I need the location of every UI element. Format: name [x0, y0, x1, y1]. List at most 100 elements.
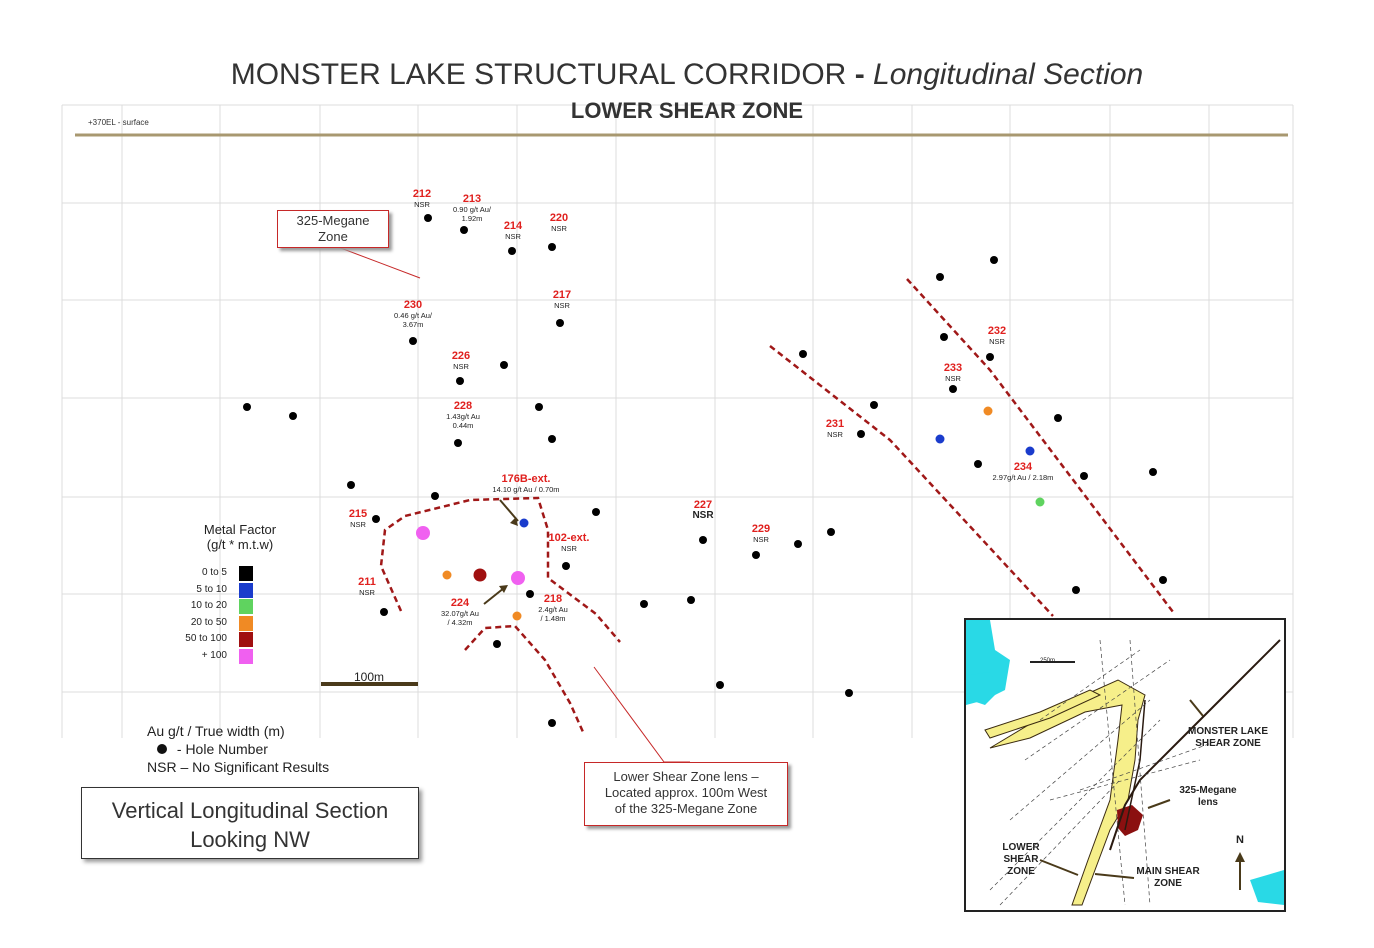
drill-hole-dot	[752, 551, 760, 559]
hole-result: 2.4g/t Au	[538, 605, 568, 614]
fault-line	[906, 278, 1174, 613]
drill-hole-dot	[548, 719, 556, 727]
drill-hole-dot	[416, 526, 430, 540]
hole-number: 234	[1014, 461, 1033, 473]
drill-hole-dot	[243, 403, 251, 411]
hole-number: 218	[544, 593, 562, 605]
legend-swatch	[239, 648, 253, 664]
shear-line	[1124, 699, 1146, 831]
drill-hole-dot	[794, 540, 802, 548]
drill-hole-dot	[548, 243, 556, 251]
north-arrow-label: N	[1236, 834, 1244, 846]
drill-hole-dot	[974, 460, 982, 468]
drill-hole-dot	[493, 640, 501, 648]
hole-result: 0.46 g/t Au/	[394, 311, 433, 320]
drill-hole-dot	[500, 361, 508, 369]
hole-result: NSR	[453, 362, 469, 371]
hole-number: 220	[550, 212, 568, 224]
drill-hole-dot	[592, 508, 600, 516]
drill-hole-dot	[289, 412, 297, 420]
hole-result: NSR	[827, 430, 843, 439]
drill-hole-dot	[983, 406, 993, 416]
drill-hole-dot	[716, 681, 724, 689]
drill-hole-dot	[526, 590, 534, 598]
shear-zone-unit	[989, 679, 1146, 906]
hole-dot-icon	[157, 744, 167, 754]
legend-label: + 100	[201, 649, 227, 661]
hole-result: 14.10 g/t Au / 0.70m	[492, 485, 559, 494]
legend-swatch	[239, 599, 253, 614]
drill-hole-dot	[935, 434, 945, 444]
hole-number: 213	[463, 193, 481, 205]
drill-hole-dot	[519, 518, 529, 528]
hole-number: 229	[752, 523, 770, 535]
hole-result: NSR	[945, 374, 961, 383]
drill-hole-dot	[990, 256, 998, 264]
hole-number: 227	[694, 499, 712, 511]
legend-swatch	[239, 582, 253, 598]
drill-hole-dot	[1072, 586, 1080, 594]
hole-number: 231	[826, 418, 844, 430]
hole-result: 0.90 g/t Au/	[453, 205, 492, 214]
legend-title: Metal Factor(g/t * m.t.w)	[203, 522, 277, 552]
inset-arrow	[1094, 873, 1135, 879]
drill-hole-dot	[380, 608, 388, 616]
drill-hole-dot	[640, 600, 648, 608]
hole-number: 233	[944, 362, 962, 374]
hole-result: NSR	[359, 588, 375, 597]
legend-label: 10 to 20	[190, 600, 227, 611]
hole-result: 0.44m	[453, 421, 474, 430]
drill-hole-dot	[473, 568, 487, 582]
legend-swatch	[239, 615, 253, 631]
hole-result: NSR	[350, 520, 366, 529]
drill-hole-dot	[936, 273, 944, 281]
surface-label: +370EL - surface	[88, 118, 149, 127]
inset-fault	[1039, 649, 1141, 721]
legend-swatch	[239, 566, 253, 581]
drill-hole-dot	[535, 403, 543, 411]
hole-number: 226	[452, 350, 470, 362]
inset-fault	[1099, 639, 1126, 906]
inset-fault	[999, 779, 1121, 906]
hole-result: / 4.32m	[447, 618, 472, 627]
arrow-176b	[499, 499, 519, 522]
inset-map	[964, 618, 1286, 912]
legend-label: 20 to 50	[190, 616, 227, 628]
hole-result: 3.67m	[403, 320, 424, 329]
drill-hole-dot	[687, 596, 695, 604]
fault-line	[464, 624, 585, 733]
hole-result: 1.92m	[462, 214, 483, 223]
drill-hole-dot	[548, 435, 556, 443]
lake	[970, 672, 1000, 705]
drill-hole-dot	[949, 385, 957, 393]
drill-hole-dot	[857, 430, 865, 438]
shear-zone-unit	[984, 689, 1102, 739]
drill-hole-dots	[243, 214, 1167, 727]
drill-hole-dot	[372, 515, 380, 523]
lens-callout: Lower Shear Zone lens –Located approx. 1…	[584, 762, 788, 826]
drill-hole-dot	[424, 214, 432, 222]
legend-label: 50 to 100	[185, 633, 227, 644]
lake	[1250, 870, 1284, 905]
inset-fault	[989, 719, 1161, 891]
arrowhead-176b	[510, 517, 518, 526]
hole-number: 102-ext.	[549, 532, 590, 544]
hole-result: NSR	[505, 232, 521, 241]
shear-line	[1109, 639, 1281, 851]
drill-hole-dot	[442, 570, 452, 580]
hole-result: NSR	[989, 337, 1005, 346]
drill-hole-dot	[511, 571, 525, 585]
hole-number: 230	[404, 299, 422, 311]
hole-number: 176B-ext.	[502, 473, 551, 485]
map-key: Au g/t / True width (m) - Hole Number NS…	[147, 723, 330, 775]
hole-number: 224	[451, 597, 470, 609]
drill-hole-dot	[562, 562, 570, 570]
inset-arrow	[1189, 699, 1204, 717]
hole-result: 1.43g/t Au	[446, 412, 480, 421]
drill-hole-dot	[1080, 472, 1088, 480]
